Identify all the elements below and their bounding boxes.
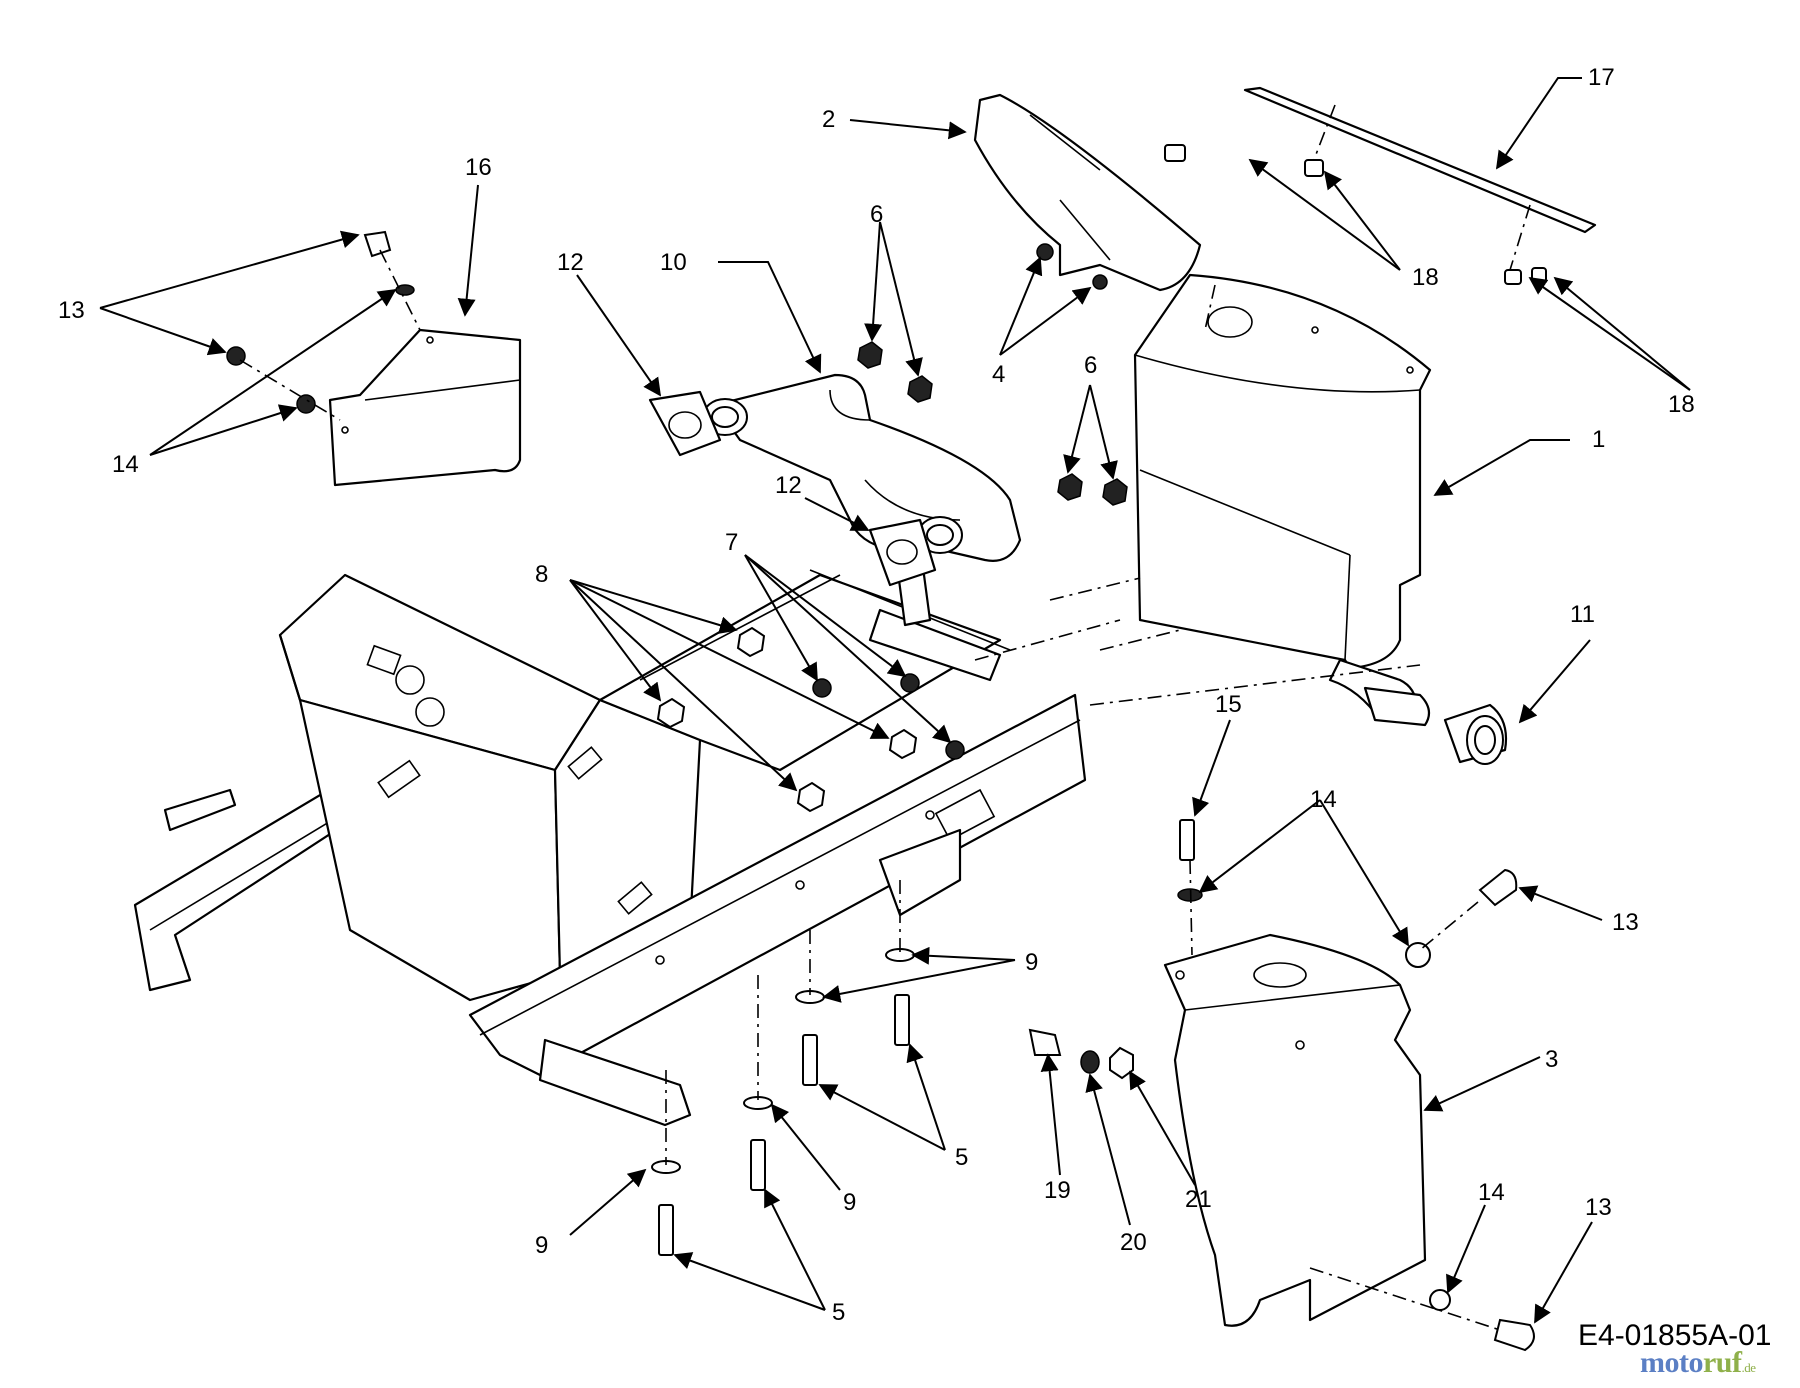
callout-3: 3 bbox=[1545, 1046, 1558, 1073]
callout-14: 14 bbox=[1478, 1179, 1505, 1206]
callout-13: 13 bbox=[1585, 1194, 1612, 1221]
alignment-lines bbox=[974, 284, 1421, 706]
callout-19: 19 bbox=[1044, 1177, 1071, 1204]
callout-labels: 1 2 3 4 5 5 6 6 7 8 9 9 9 10 11 12 12 13… bbox=[58, 64, 1695, 1326]
gasket-upper bbox=[648, 390, 722, 457]
frame-assembly bbox=[133, 569, 1087, 1127]
leader-lines bbox=[99, 77, 1691, 1324]
callout-15: 15 bbox=[1215, 691, 1242, 718]
muffler bbox=[1133, 273, 1432, 727]
hardware bbox=[226, 144, 1547, 1352]
watermark-text-a: moto bbox=[1640, 1346, 1703, 1379]
callout-12: 12 bbox=[557, 249, 584, 276]
callout-21: 21 bbox=[1185, 1186, 1212, 1213]
callout-6: 6 bbox=[870, 201, 883, 228]
callout-16: 16 bbox=[465, 154, 492, 181]
callout-7: 7 bbox=[725, 529, 738, 556]
plate-top bbox=[1243, 86, 1597, 271]
callout-9: 9 bbox=[1025, 949, 1038, 976]
callout-11: 11 bbox=[1570, 601, 1595, 628]
callout-18: 18 bbox=[1668, 391, 1695, 418]
callout-4: 4 bbox=[992, 361, 1005, 388]
callout-17: 17 bbox=[1588, 64, 1615, 91]
heat-shield-top bbox=[973, 93, 1202, 292]
callout-14: 14 bbox=[1310, 786, 1337, 813]
gasket-lower bbox=[868, 518, 937, 587]
callout-13: 13 bbox=[58, 297, 85, 324]
callout-1: 1 bbox=[1592, 426, 1605, 453]
watermark-text-b: ruf bbox=[1702, 1346, 1742, 1379]
callout-18: 18 bbox=[1412, 264, 1439, 291]
callout-5: 5 bbox=[832, 1299, 845, 1326]
exhaust-manifold bbox=[702, 373, 1022, 627]
callout-8: 8 bbox=[535, 561, 548, 588]
callout-2: 2 bbox=[822, 106, 835, 133]
callout-13: 13 bbox=[1612, 909, 1639, 936]
callout-20: 20 bbox=[1120, 1229, 1147, 1256]
callout-10: 10 bbox=[660, 249, 687, 276]
watermark-tld: .de bbox=[1741, 1360, 1756, 1375]
callout-12: 12 bbox=[775, 472, 802, 499]
callout-9: 9 bbox=[535, 1232, 548, 1259]
drawing-reference: E4-01855A-01 bbox=[1578, 1319, 1771, 1352]
callout-14: 14 bbox=[112, 451, 139, 478]
exhaust-tip bbox=[1443, 703, 1508, 765]
callout-5: 5 bbox=[955, 1144, 968, 1171]
side-shield-left bbox=[328, 328, 522, 487]
side-shield-right bbox=[1163, 933, 1427, 1327]
callout-9: 9 bbox=[843, 1189, 856, 1216]
callout-6: 6 bbox=[1084, 352, 1097, 379]
watermark-logo: motoruf.de bbox=[1640, 1346, 1756, 1380]
